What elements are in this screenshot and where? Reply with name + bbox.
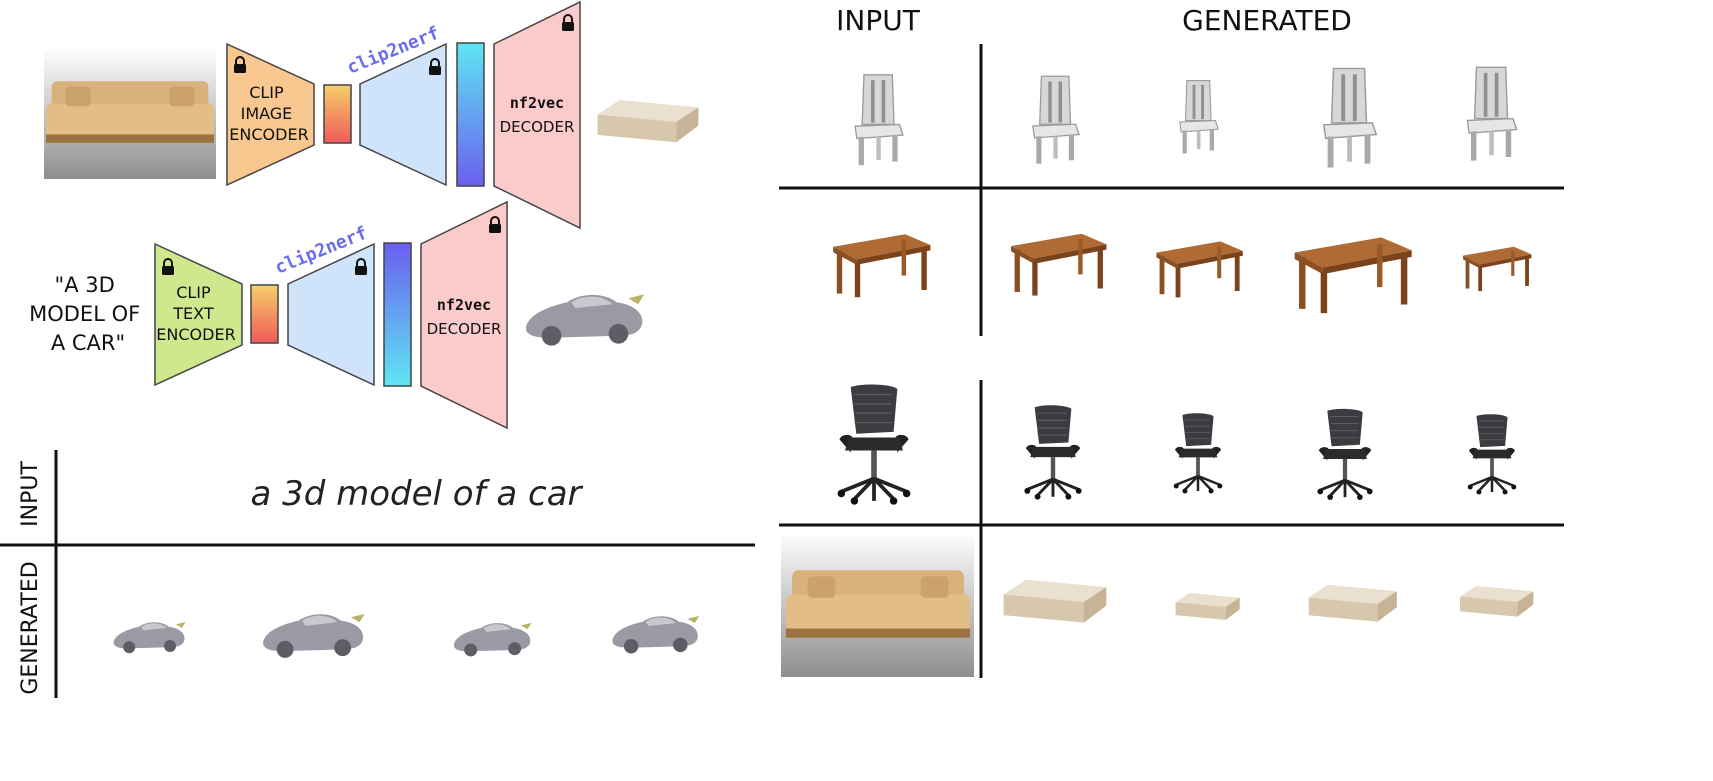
clip2nerf-block: clip2nerf xyxy=(344,23,447,187)
generated-table-4 xyxy=(1463,246,1532,292)
clip-image-encoder: CLIP IMAGE ENCODER xyxy=(226,42,315,187)
encoder-line-2: TEXT xyxy=(172,304,214,323)
generated-car-4 xyxy=(612,615,700,654)
generated-sofa-1 xyxy=(1003,579,1107,623)
embedding-bar xyxy=(250,284,279,344)
output-car-render xyxy=(525,294,645,346)
input-table xyxy=(833,234,931,298)
text-pipeline: "A 3D MODEL OF A CAR" CLIP TEXT ENCODER … xyxy=(29,200,645,430)
text-demo: INPUT GENERATED a 3d model of a car xyxy=(0,450,755,698)
generated-office-chair-2 xyxy=(1172,411,1224,495)
output-sofa-render xyxy=(597,100,699,143)
generated-chair-4 xyxy=(1466,66,1518,162)
generated-office-chair-1 xyxy=(1022,404,1084,500)
clip-text-encoder: CLIP TEXT ENCODER xyxy=(154,242,243,387)
input-sofa-photo xyxy=(44,48,216,179)
input-office-chair xyxy=(838,384,911,504)
generated-car-3 xyxy=(453,622,532,657)
generated-sofa-4 xyxy=(1460,586,1534,617)
grid-row-chair xyxy=(854,66,1518,169)
text-prompt: "A 3D MODEL OF A CAR" xyxy=(29,273,147,355)
input-sofa-photo xyxy=(781,532,974,677)
grid-row-sofa xyxy=(781,532,1534,677)
input-row-label: INPUT xyxy=(18,461,43,527)
svg-text:CLIP TEXT ENCO: CLIP TEXT ENCODER xyxy=(156,283,235,344)
generated-office-chair-4 xyxy=(1466,413,1518,496)
results-grid: INPUT GENERATED xyxy=(779,4,1564,678)
generated-chair-2 xyxy=(1179,79,1219,155)
generated-sofa-2 xyxy=(1175,593,1240,620)
generated-chair-1 xyxy=(1032,75,1080,165)
grid-row-office-chair xyxy=(838,384,1518,504)
generated-sofa-3 xyxy=(1308,584,1397,622)
decoder-name: nf2vec xyxy=(437,296,491,314)
latent-bar xyxy=(456,42,485,187)
generated-table-3 xyxy=(1294,237,1412,314)
encoder-line-2: IMAGE xyxy=(241,104,293,123)
svg-text:CLIP IMAGE ENC: CLIP IMAGE ENCODER xyxy=(229,83,308,144)
generated-table-1 xyxy=(1011,233,1107,296)
generated-car-2 xyxy=(263,613,365,658)
decoder-word: DECODER xyxy=(427,320,502,338)
grid-input-header: INPUT xyxy=(836,4,921,37)
encoder-line-1: CLIP xyxy=(249,83,284,102)
decoder-name: nf2vec xyxy=(510,94,564,112)
generated-office-chair-3 xyxy=(1315,408,1375,500)
input-chair xyxy=(854,74,904,166)
latent-bar xyxy=(383,242,412,387)
embedding-bar xyxy=(323,84,352,144)
generated-car-1 xyxy=(113,622,186,654)
nf2vec-decoder: nf2vec DECODER xyxy=(420,200,508,430)
encoder-line-1: CLIP xyxy=(176,283,211,302)
generated-chair-3 xyxy=(1323,67,1377,169)
grid-generated-header: GENERATED xyxy=(1182,4,1352,37)
encoder-line-3: ENCODER xyxy=(229,125,308,144)
grid-row-table xyxy=(833,233,1532,314)
generated-table-2 xyxy=(1156,241,1243,298)
generated-row-label: GENERATED xyxy=(18,561,43,694)
image-pipeline: CLIP IMAGE ENCODER clip2nerf nf2vec DECO… xyxy=(44,0,699,230)
nf2vec-decoder: nf2vec DECODER xyxy=(493,0,581,230)
clip2nerf-block: clip2nerf xyxy=(272,223,375,387)
query-text: a 3d model of a car xyxy=(250,474,583,514)
encoder-line-3: ENCODER xyxy=(156,325,235,344)
decoder-word: DECODER xyxy=(500,118,575,136)
